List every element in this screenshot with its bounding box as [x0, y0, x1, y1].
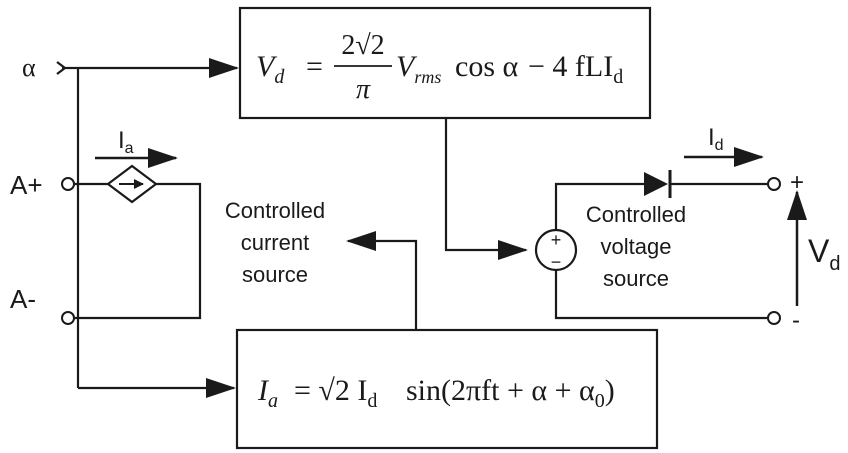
output-minus-terminal[interactable] — [767, 311, 781, 325]
output-minus-label: - — [792, 307, 800, 334]
cvs-label-line2: voltage — [601, 234, 672, 259]
a-plus-label: A+ — [10, 170, 43, 200]
ia-label: Ia — [118, 127, 134, 157]
voltage-source-minus-sign: − — [551, 252, 562, 272]
ia-to-current-source-arrow — [346, 231, 418, 330]
current-source-loop-wire — [74, 182, 202, 320]
vd-eq-numerator: 2√2 — [341, 30, 384, 61]
vd-eq-vrms: Vrms — [396, 50, 441, 87]
ia-equation-box — [235, 328, 659, 450]
vd-eq-lhs: Vd — [256, 50, 285, 88]
voltage-source-plus-sign: + — [551, 230, 562, 250]
vd-output-label: Vd — [808, 233, 840, 275]
output-plus-label: + — [790, 169, 804, 196]
ccs-label-line3: source — [242, 262, 308, 287]
source-top-wire — [554, 182, 640, 230]
vd-equation-box — [238, 6, 652, 120]
vd-to-voltage-source-arrow — [444, 118, 528, 260]
id-label: Id — [708, 124, 724, 154]
output-plus-terminal[interactable] — [767, 177, 781, 191]
a-plus-terminal[interactable] — [61, 177, 75, 191]
alpha-chevron — [56, 61, 67, 75]
ia-eq-lhs: Ia — [257, 374, 278, 412]
a-minus-label: A- — [10, 284, 36, 314]
vd-eq-denominator: π — [356, 74, 371, 105]
alpha-input-label: α — [22, 53, 36, 82]
a-minus-terminal[interactable] — [61, 311, 75, 325]
cvs-label-line1: Controlled — [586, 202, 686, 227]
vd-eq-equals: = — [306, 50, 323, 83]
vd-eq-cos: cos α — [455, 50, 518, 83]
ccs-label-line1: Controlled — [225, 198, 325, 223]
vd-equation: Vd = 2√2 π Vrms cos α − 4 fLId — [256, 30, 623, 105]
ia-equation: Ia = √2 Id sin(2πft + α + α0) — [257, 374, 615, 412]
cvs-label-line3: source — [603, 266, 669, 291]
ccs-label-line2: current — [241, 230, 309, 255]
vd-eq-minus-term: − 4 fLId — [528, 50, 623, 88]
source-bottom-wire — [554, 270, 768, 320]
diode-icon — [644, 172, 668, 196]
ia-eq-rhs2: sin(2πft + α + α0) — [406, 374, 615, 412]
ia-eq-rhs1: = √2 Id — [294, 374, 377, 412]
